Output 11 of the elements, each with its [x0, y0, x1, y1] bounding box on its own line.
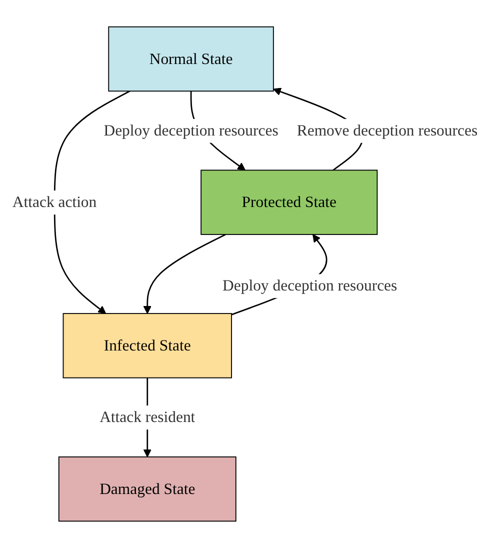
edge-label: Attack resident: [100, 408, 196, 426]
arrow: [143, 234, 226, 314]
edge-label: Attack action: [12, 193, 97, 211]
node-box: Infected State: [62, 313, 232, 378]
node-box: Normal State: [108, 26, 274, 92]
edge-label: Remove deception resources: [296, 122, 478, 140]
node-box: Protected State: [200, 170, 378, 235]
arrow: [54, 90, 130, 314]
edge-label: Deploy deception resources: [104, 122, 278, 140]
edge-label: Deploy deception resources: [222, 276, 398, 294]
node-box: Damaged State: [58, 456, 236, 522]
